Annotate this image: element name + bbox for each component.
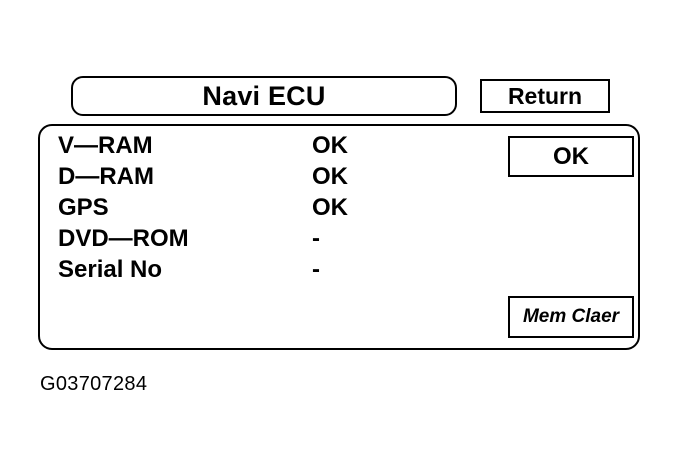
diagnostic-label: V—RAM (58, 131, 153, 159)
return-button[interactable]: Return (480, 79, 610, 113)
diagnostic-label: D—RAM (58, 162, 154, 190)
figure-id-label: G03707284 (40, 373, 148, 395)
diagnostic-label: DVD—ROM (58, 224, 189, 252)
diagnostic-value: - (312, 255, 320, 283)
diagnostic-label: GPS (58, 193, 109, 221)
screen-title: Navi ECU (202, 80, 326, 111)
diagnostic-row-vram: V—RAM OK (58, 130, 348, 161)
ok-button[interactable]: OK (508, 136, 634, 177)
screen-title-bar: Navi ECU (71, 76, 457, 116)
diagnostic-value: OK (312, 131, 348, 159)
mem-clear-button[interactable]: Mem Claer (508, 296, 634, 338)
diagnostic-row-serial-no: Serial No - (58, 254, 348, 285)
diagnostic-list: V—RAM OK D—RAM OK GPS OK DVD—ROM - Seria… (58, 130, 348, 285)
diagnostic-row-dvd-rom: DVD—ROM - (58, 223, 348, 254)
diagnostic-value: OK (312, 193, 348, 221)
diagnostic-row-gps: GPS OK (58, 192, 348, 223)
diagnostic-panel: V—RAM OK D—RAM OK GPS OK DVD—ROM - Seria… (38, 124, 640, 350)
diagnostic-value: - (312, 224, 320, 252)
diagnostic-value: OK (312, 162, 348, 190)
diagnostic-label: Serial No (58, 255, 163, 283)
diagnostic-row-dram: D—RAM OK (58, 161, 348, 192)
